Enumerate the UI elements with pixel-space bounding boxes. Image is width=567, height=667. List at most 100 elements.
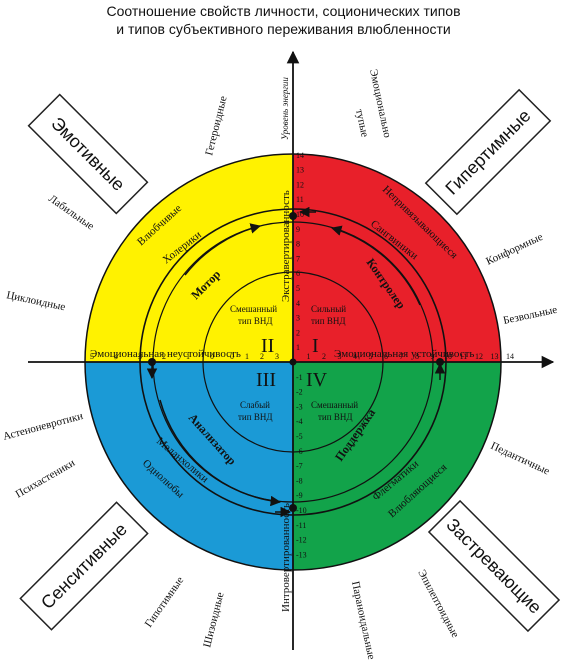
axis-label-emotional-stability: Эмоциональная устойчивость — [334, 348, 474, 360]
tick-up-3: 3 — [296, 314, 300, 323]
tick-right-8: 8 — [415, 352, 419, 361]
q4-center-line1: Смешанный — [311, 400, 358, 410]
q2-center-line1: Смешанный — [230, 304, 277, 314]
tick-right-2: 2 — [322, 352, 326, 361]
label-weak-willed: Безвольные — [502, 304, 558, 327]
tick-down-10: -10 — [296, 506, 307, 515]
tick-right-14: 14 — [506, 352, 514, 361]
tick-down-8: -8 — [296, 476, 303, 485]
tick-up-11: 11 — [296, 195, 304, 204]
tick-up-12: 12 — [296, 180, 304, 189]
label-hypothymic: Гипотимные — [143, 575, 187, 630]
label-emotionally-dull-2: тупые — [353, 108, 371, 138]
tick-right-5: 5 — [369, 352, 373, 361]
tick-down-5: -5 — [296, 432, 303, 441]
numeral-q4: IV — [306, 369, 328, 391]
arrow-analyzer — [159, 399, 282, 507]
tick-up-7: 7 — [296, 254, 300, 263]
label-heteroid: Гетероидные — [203, 95, 229, 157]
label-cycloid: Циклоидные — [5, 289, 66, 313]
tick-center-0: 0 — [230, 352, 234, 361]
tick-up-1: 1 — [296, 343, 300, 352]
tick-right-1: 1 — [307, 352, 311, 361]
tick-left-3: 3 — [138, 352, 142, 361]
arrow-controller — [330, 225, 421, 306]
tick-down-11: -11 — [296, 521, 306, 530]
title-line-1: Соотношение свойств личности, соционичес… — [106, 3, 461, 19]
q1-center-line1: Сильный — [311, 304, 346, 314]
tick-down-6: -6 — [296, 447, 303, 456]
tick-up-5: 5 — [296, 284, 300, 293]
tick-right-3: 3 — [338, 352, 342, 361]
axis-label-extraversion: Экстравертированность — [280, 190, 292, 302]
numeral-q1: I — [312, 335, 319, 357]
tick-left-2: 2 — [162, 352, 166, 361]
label-paranoid: Параноидальные — [349, 580, 377, 661]
q3-center-line1: Слабый — [240, 400, 270, 410]
label-emotionally-dull-1: Эмоционально — [367, 68, 393, 139]
label-schizoid: Шизоидные — [201, 591, 226, 649]
tick-up-2: 2 — [296, 328, 300, 337]
tick-right-13: 13 — [491, 352, 499, 361]
arrow-motor — [184, 223, 262, 276]
tick-right-10: 10 — [444, 352, 452, 361]
tick-left-4: 4 — [114, 352, 118, 361]
q4-center-line2: тип ВНД — [318, 412, 352, 422]
tick-right-4: 4 — [353, 352, 357, 361]
label-asthenoneurotic: Астеноневротики — [2, 410, 85, 443]
axis-label-introversion: Интровертированность — [280, 503, 292, 612]
tick-down-1: -1 — [296, 373, 303, 382]
tick-right-6: 6 — [384, 352, 388, 361]
quadrant-3-blue — [85, 362, 293, 570]
tick-up-9: 9 — [296, 225, 300, 234]
q3-center-line2: тип ВНД — [238, 412, 272, 422]
tick-center-3: 3 — [275, 352, 279, 361]
tick-down-9: -9 — [296, 491, 303, 500]
label-pedantic: Педантичные — [489, 440, 552, 478]
quadrant-2-yellow — [85, 154, 293, 362]
axis-label-emotional-instability: Эмоциональная неустойчивость — [90, 348, 241, 360]
box-emotive: Эмотивные — [27, 93, 149, 215]
tick-left-5: 5 — [90, 352, 94, 361]
axis-ticks: 1234567891011121314-1-2-3-4-5-6-7-8-9-10… — [90, 151, 514, 560]
diagram-title: Соотношение свойств личности, соционичес… — [0, 2, 567, 38]
numeral-q2: II — [261, 335, 274, 357]
tick-up-8: 8 — [296, 240, 300, 249]
label-epileptoid: Эпилептоидные — [415, 568, 461, 640]
box-stuck-text: Застревающие — [442, 514, 545, 617]
tick-down-2: -2 — [296, 388, 303, 397]
tick-down-13: -13 — [296, 550, 307, 559]
q1-center-line2: тип ВНД — [311, 316, 345, 326]
box-hyperthymic-text: Гипертимные — [441, 105, 534, 198]
box-sensitive: Сенситивные — [19, 501, 149, 631]
tick-right-9: 9 — [431, 352, 435, 361]
tick-up-6: 6 — [296, 269, 300, 278]
label-psychasthenic: Психастеники — [14, 457, 78, 501]
quadrant-4-green — [293, 362, 501, 570]
tick-right-11: 11 — [460, 352, 468, 361]
tick-left-0: 0 — [210, 352, 214, 361]
tick-left-1: 1 — [186, 352, 190, 361]
label-labile: Лабильные — [46, 193, 96, 233]
tick-up-10: 10 — [296, 210, 304, 219]
axis-label-energy: Уровень энергии — [280, 77, 290, 140]
tick-down-4: -4 — [296, 417, 303, 426]
box-hyperthymic: Гипертимные — [424, 88, 552, 216]
tick-center-1: 1 — [245, 352, 249, 361]
tick-center-2: 2 — [260, 352, 264, 361]
tick-right-7: 7 — [400, 352, 404, 361]
tick-down-7: -7 — [296, 462, 303, 471]
label-conformal: Конформные — [484, 231, 545, 268]
tick-up-14: 14 — [296, 151, 304, 160]
tick-down-12: -12 — [296, 536, 307, 545]
box-sensitive-text: Сенситивные — [37, 519, 131, 613]
tick-up-13: 13 — [296, 166, 304, 175]
tick-up-4: 4 — [296, 299, 300, 308]
title-line-2: и типов субъективного переживания влюбле… — [116, 21, 451, 37]
quadrant-1-red — [293, 154, 501, 362]
tick-right-12: 12 — [475, 352, 483, 361]
numeral-q3: III — [256, 369, 276, 391]
tick-down-3: -3 — [296, 402, 303, 411]
q2-center-line2: тип ВНД — [238, 316, 272, 326]
